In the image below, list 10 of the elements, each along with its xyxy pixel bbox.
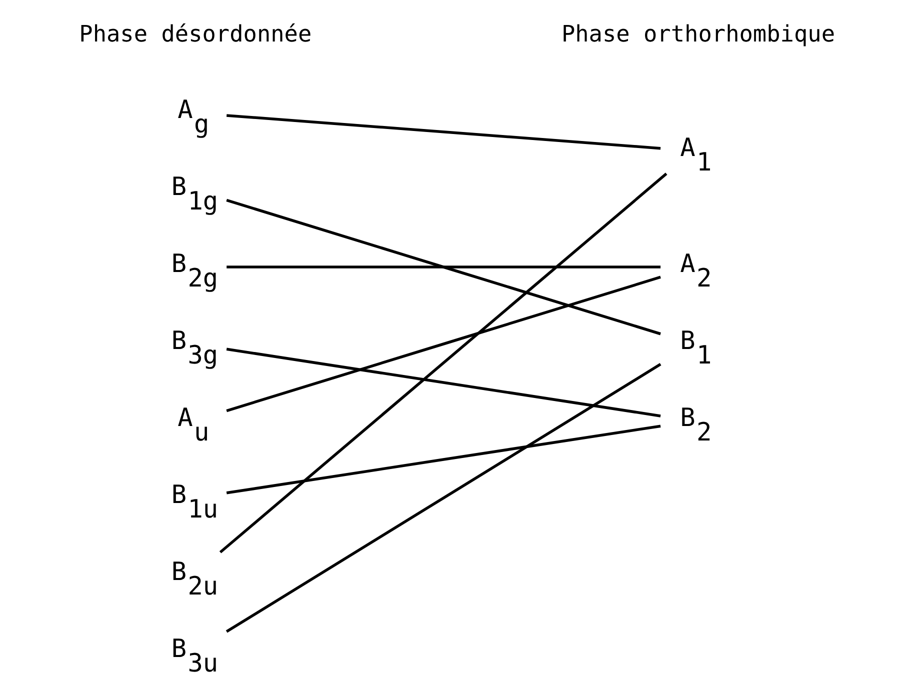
connector [226, 424, 660, 494]
connector [218, 172, 667, 554]
label: Phase orthorhombique [560, 21, 835, 48]
connector [226, 266, 660, 268]
connector [226, 198, 660, 336]
connector [226, 276, 660, 412]
connector [226, 348, 660, 418]
label: Phase désordonnée [78, 21, 312, 48]
connector [225, 363, 661, 633]
connector [226, 114, 660, 150]
